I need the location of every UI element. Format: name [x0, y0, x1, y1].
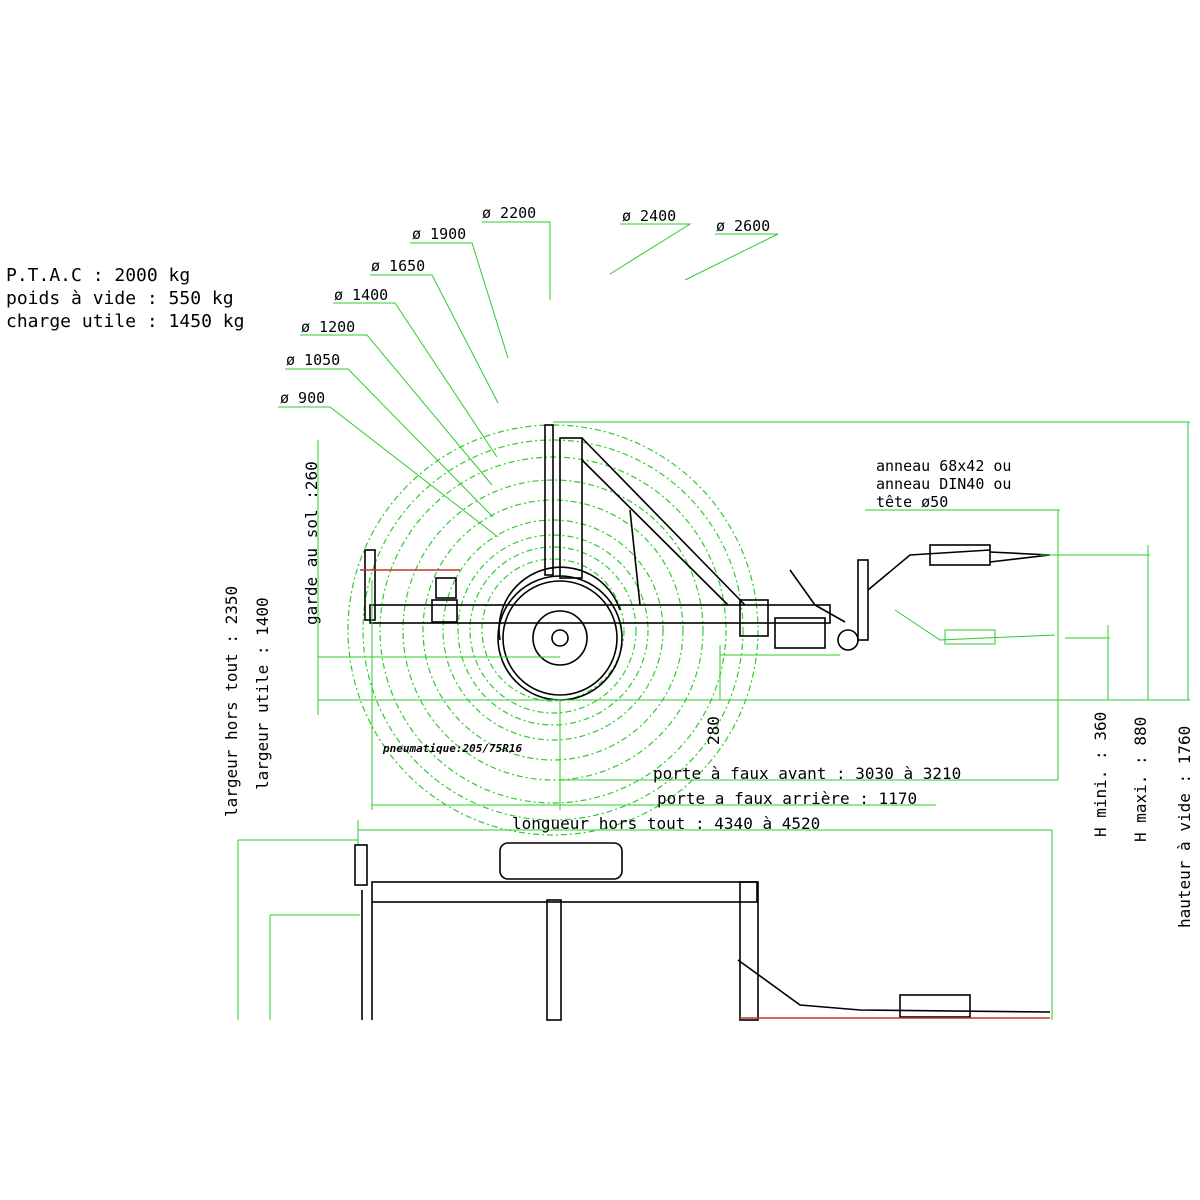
hitch-line2: anneau DIN40 ou — [876, 475, 1011, 493]
dimension-lines — [237, 421, 1190, 1020]
label-d2200: ø 2200 — [482, 204, 536, 222]
trailer-top-view — [354, 842, 1051, 1021]
hitch-note: anneau 68x42 ou anneau DIN40 ou tête ø50 — [876, 457, 1011, 511]
wheel-tyre — [497, 575, 623, 701]
usable-width-label: largeur utile : 1400 — [253, 597, 272, 790]
payload-text: charge utile : 1450 kg — [6, 311, 244, 332]
front-post — [559, 437, 583, 579]
empty-height-label: hauteur à vide : 1760 — [1175, 726, 1194, 928]
diameter-labels: ø 900 ø 1050 ø 1200 ø 1400 ø 1650 ø 1900… — [278, 204, 779, 538]
vertical-dimension-labels: garde au sol :260 largeur hors tout : 23… — [222, 461, 1194, 928]
circle-2600 — [347, 424, 759, 836]
reel-diameter-circles — [347, 424, 759, 836]
circle-2400 — [362, 439, 744, 821]
label-d1900: ø 1900 — [412, 225, 466, 243]
hitch-line1: anneau 68x42 ou — [876, 457, 1011, 475]
hitch-line3: tête ø50 — [876, 493, 948, 511]
label-d1650: ø 1650 — [371, 257, 425, 275]
label-d1200: ø 1200 — [301, 318, 355, 336]
label-d2600: ø 2600 — [716, 217, 770, 235]
circle-1200 — [457, 534, 649, 726]
front-overhang-label: porte à faux avant : 3030 à 3210 — [653, 764, 961, 783]
ground-clearance-label: garde au sol :260 — [302, 461, 321, 625]
height-280-label: 280 — [704, 716, 723, 745]
h-max-label: H maxi. : 880 — [1131, 717, 1150, 842]
ptac-text: P.T.A.C : 2000 kg — [6, 265, 190, 286]
trailer-side-view — [360, 424, 1056, 701]
label-d900: ø 900 — [280, 389, 325, 407]
chassis-beam — [369, 604, 831, 624]
overall-width-label: largeur hors tout : 2350 — [222, 586, 241, 817]
overall-length-label: longueur hors tout : 4340 à 4520 — [512, 814, 820, 833]
circle-1050 — [469, 546, 637, 714]
specs-block: P.T.A.C : 2000 kg poids à vide : 550 kg … — [6, 265, 244, 332]
empty-weight-text: poids à vide : 550 kg — [6, 288, 234, 309]
circle-1400 — [442, 519, 664, 741]
reel-post — [544, 424, 554, 576]
label-d1400: ø 1400 — [334, 286, 388, 304]
tyre-label: pneumatique:205/75R16 — [382, 742, 522, 755]
label-d2400: ø 2400 — [622, 207, 676, 225]
h-min-label: H mini. : 360 — [1091, 712, 1110, 837]
wheel-hub — [532, 610, 588, 666]
chassis-block — [739, 599, 769, 637]
label-d1050: ø 1050 — [286, 351, 340, 369]
circle-900 — [481, 558, 625, 702]
rear-overhang-label: porte a faux arrière : 1170 — [657, 789, 917, 808]
circle-1900 — [402, 479, 704, 781]
horizontal-dimension-labels: porte à faux avant : 3030 à 3210 porte a… — [382, 742, 961, 833]
reel-outline — [499, 842, 623, 880]
